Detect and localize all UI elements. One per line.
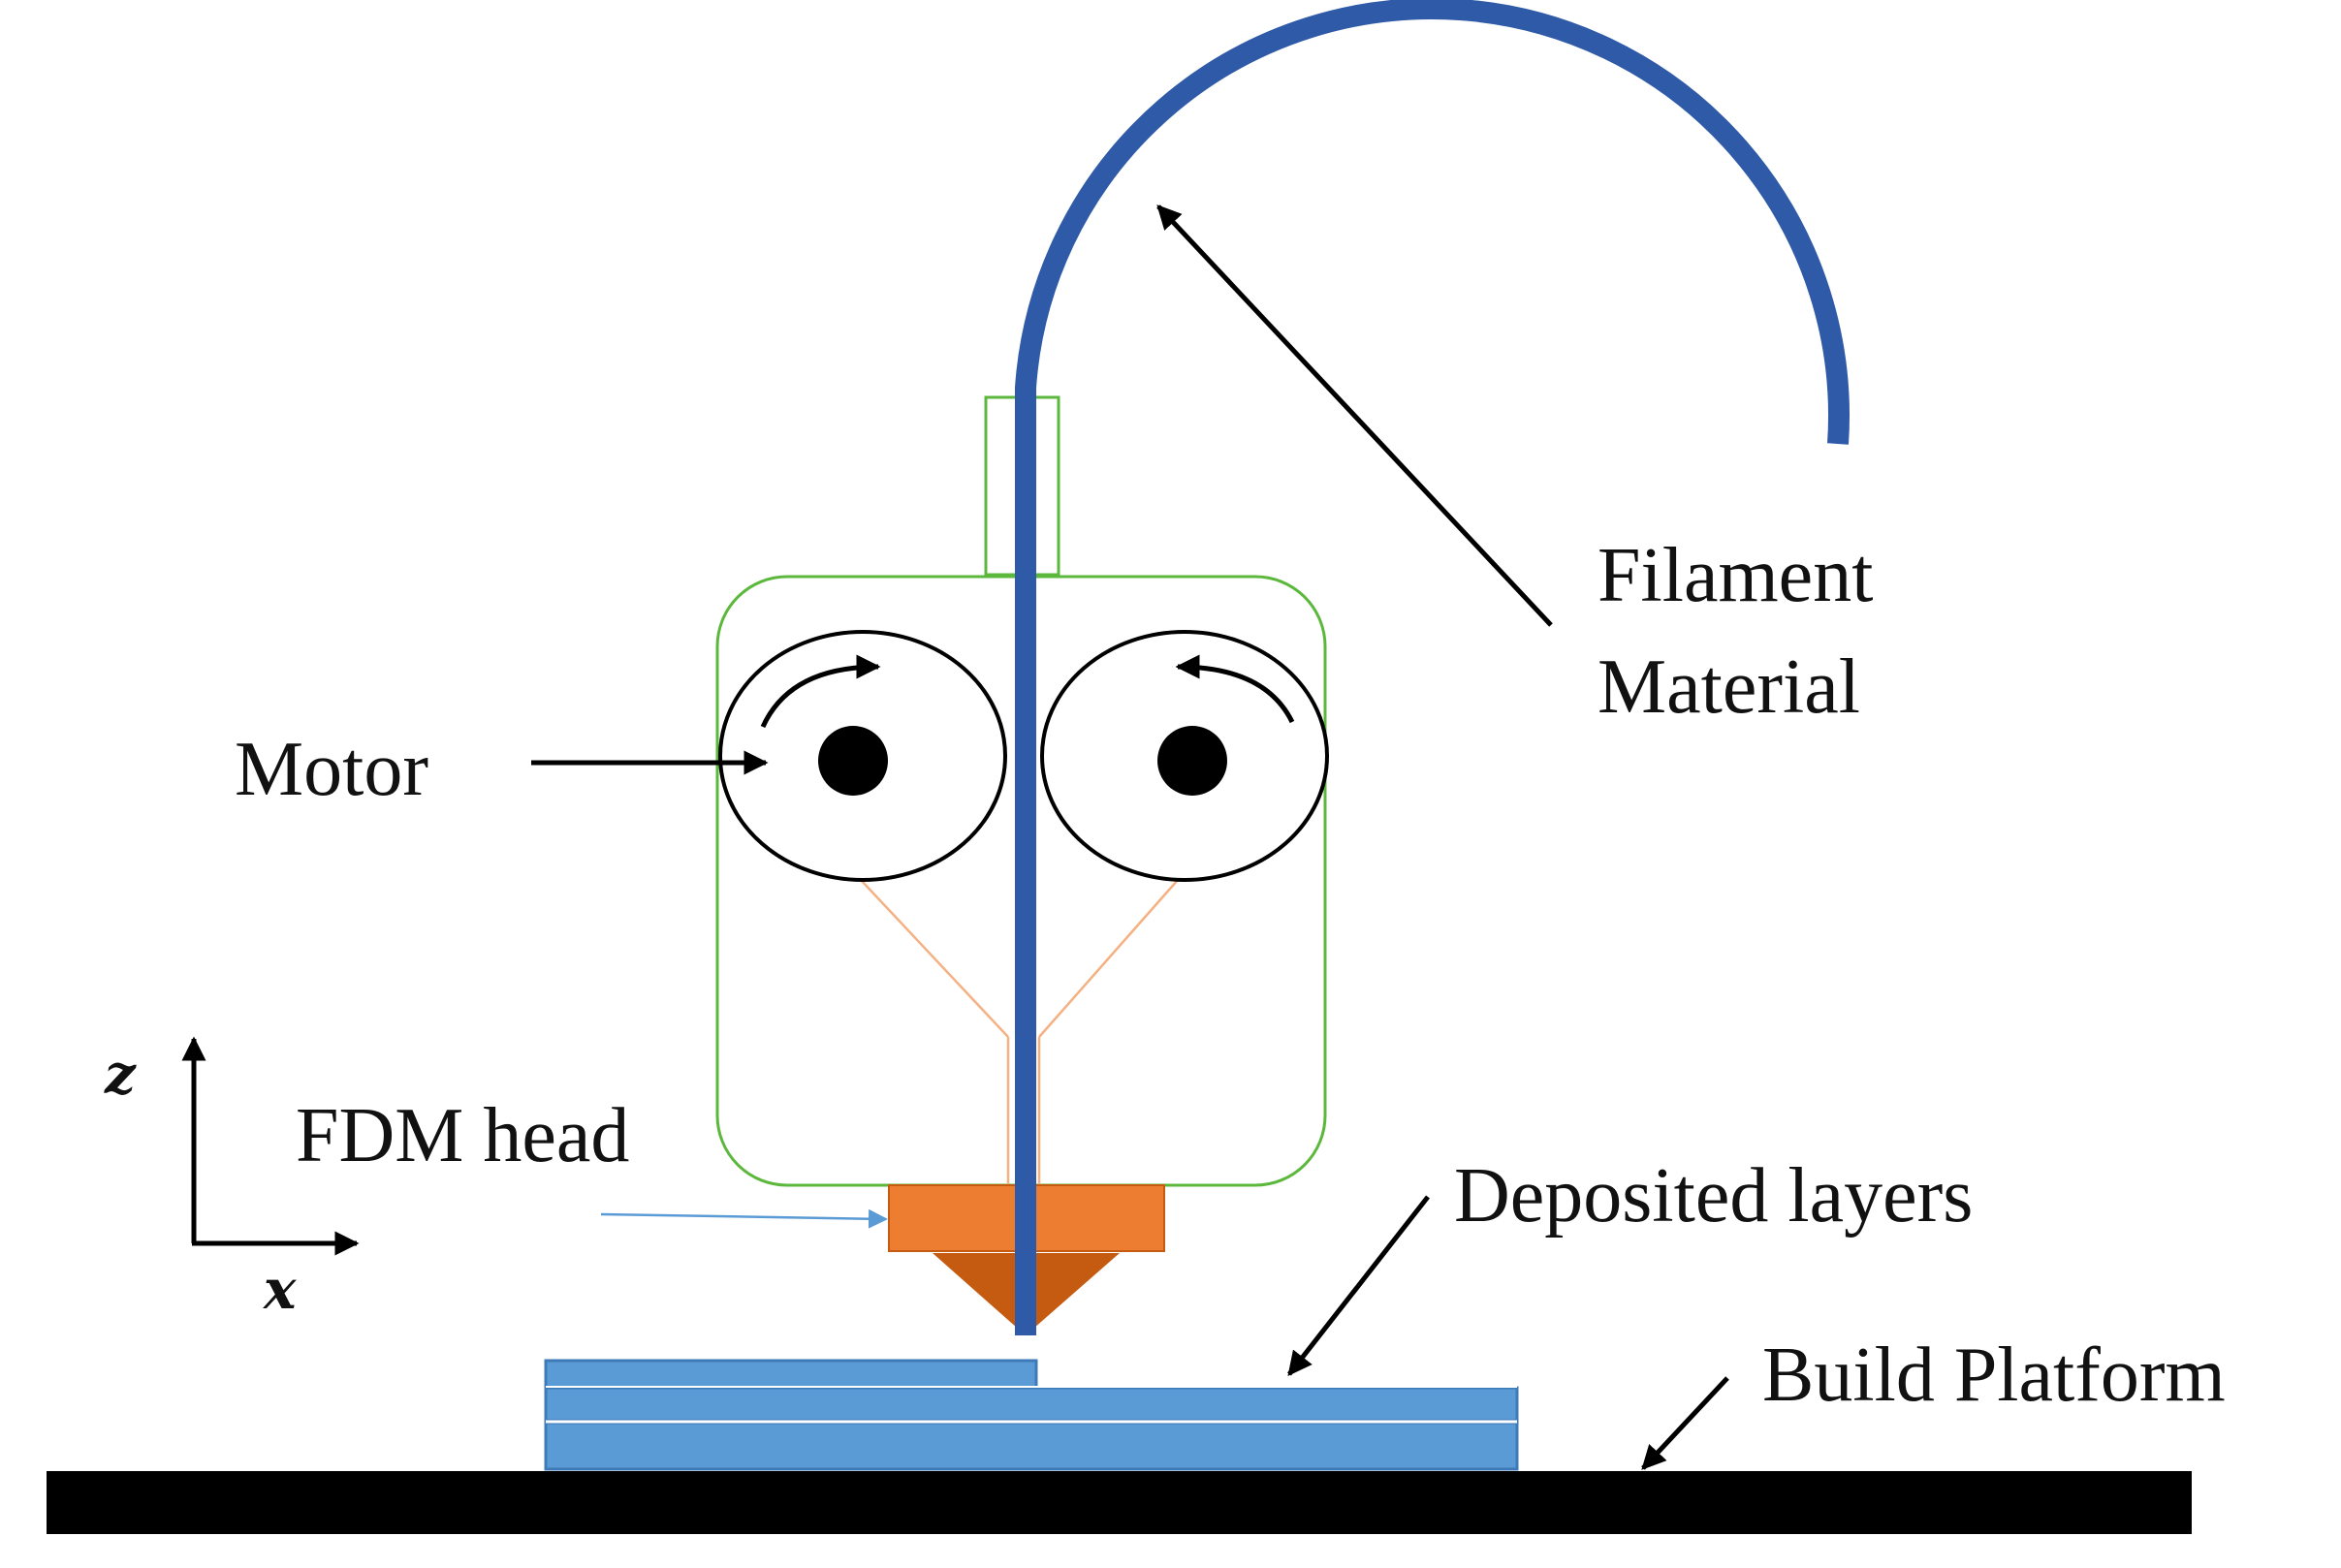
deposited-layers-label: Deposited layers: [1454, 1153, 1973, 1239]
filament-label-line2: Material: [1598, 644, 1860, 730]
layer-2: [544, 1386, 1519, 1423]
layer-3: [544, 1359, 1038, 1390]
filament-pointer-arrow: [1156, 204, 1553, 627]
deposited-layers-pointer-arrow: [1287, 1195, 1430, 1376]
right-roller-axle: [1157, 726, 1227, 796]
fdm-head-pointer-arrow: [600, 1208, 888, 1229]
counterclockwise-arrow-icon: [1175, 654, 1295, 724]
axis-z-label: z: [104, 1043, 137, 1107]
motor-rollers: [718, 630, 1329, 882]
left-roller-axle: [818, 726, 888, 796]
clockwise-arrow-icon: [760, 654, 881, 729]
z-x-axis-icon: z x: [104, 1036, 360, 1322]
build-platform: [47, 1471, 2192, 1534]
build-platform-label: Build Platform: [1762, 1333, 2226, 1418]
motor-label: Motor: [235, 727, 428, 812]
build-platform-pointer-arrow: [1641, 1376, 1729, 1470]
deposited-layers: [544, 1359, 1519, 1471]
fdm-head-label: FDM head: [296, 1093, 629, 1178]
axis-x-label: x: [263, 1258, 297, 1322]
filament: [1015, 0, 1850, 1335]
guide-lines: [860, 879, 1179, 1187]
filament-label-line1: Filament: [1598, 533, 1873, 618]
layer-1: [544, 1421, 1519, 1471]
